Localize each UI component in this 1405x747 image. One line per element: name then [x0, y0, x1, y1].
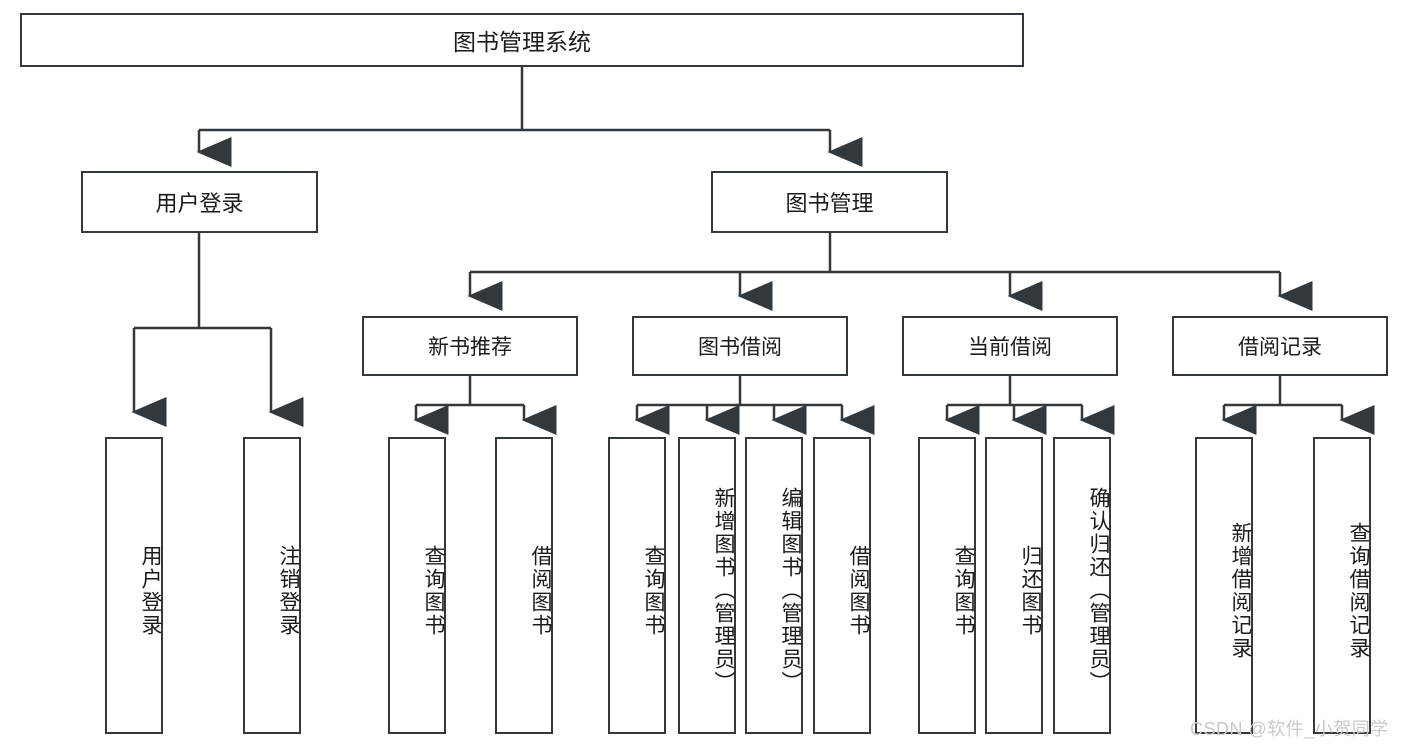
node-book-management-label: 图书管理: [785, 191, 874, 216]
node-book-borrow[interactable]: 图书借阅: [632, 316, 848, 376]
node-book-management[interactable]: 图书管理: [711, 171, 948, 233]
node-current-borrow[interactable]: 当前借阅: [902, 316, 1118, 376]
leaf-logout[interactable]: 注销登录: [243, 437, 301, 734]
node-root-label: 图书管理系统: [453, 29, 591, 55]
leaf-edit-book-admin-label: 编辑图书（管理员）: [779, 487, 802, 694]
node-root[interactable]: 图书管理系统: [20, 13, 1024, 67]
leaf-add-book-admin[interactable]: 新增图书（管理员）: [678, 437, 736, 734]
leaf-query-book-recommend-label: 查询图书: [422, 544, 445, 637]
node-book-borrow-label: 图书借阅: [698, 336, 782, 359]
leaf-borrow-book-label: 借阅图书: [847, 544, 870, 637]
leaf-return-book-label: 归还图书: [1019, 544, 1042, 637]
leaf-query-book-recommend[interactable]: 查询图书: [388, 437, 446, 734]
csdn-watermark: CSDN @软件_小贺同学: [1190, 719, 1389, 739]
leaf-return-book[interactable]: 归还图书: [985, 437, 1043, 734]
leaf-borrow-book-recommend-label: 借阅图书: [529, 544, 552, 637]
leaf-user-login-label: 用户登录: [139, 544, 162, 637]
leaf-user-login[interactable]: 用户登录: [105, 437, 163, 734]
leaf-query-borrow-record-label: 查询借阅记录: [1347, 521, 1370, 660]
leaf-query-book-borrow-label: 查询图书: [642, 544, 665, 637]
node-new-book-recommend-label: 新书推荐: [428, 336, 512, 359]
node-user-login-label: 用户登录: [155, 191, 244, 216]
leaf-confirm-return-admin-label: 确认归还（管理员）: [1087, 487, 1110, 694]
leaf-borrow-book[interactable]: 借阅图书: [813, 437, 871, 734]
leaf-query-book-borrow[interactable]: 查询图书: [608, 437, 666, 734]
leaf-add-borrow-record-label: 新增借阅记录: [1229, 521, 1252, 660]
leaf-edit-book-admin[interactable]: 编辑图书（管理员）: [745, 437, 803, 734]
node-new-book-recommend[interactable]: 新书推荐: [362, 316, 578, 376]
leaf-add-book-admin-label: 新增图书（管理员）: [712, 487, 735, 694]
leaf-confirm-return-admin[interactable]: 确认归还（管理员）: [1053, 437, 1111, 734]
node-current-borrow-label: 当前借阅: [968, 336, 1052, 359]
leaf-query-book-current-label: 查询图书: [952, 544, 975, 637]
leaf-query-borrow-record[interactable]: 查询借阅记录: [1313, 437, 1371, 734]
leaf-borrow-book-recommend[interactable]: 借阅图书: [495, 437, 553, 734]
leaf-add-borrow-record[interactable]: 新增借阅记录: [1195, 437, 1253, 734]
node-borrow-record-label: 借阅记录: [1238, 336, 1322, 359]
leaf-query-book-current[interactable]: 查询图书: [918, 437, 976, 734]
node-user-login[interactable]: 用户登录: [81, 171, 318, 233]
leaf-logout-label: 注销登录: [277, 544, 300, 637]
node-borrow-record[interactable]: 借阅记录: [1172, 316, 1388, 376]
